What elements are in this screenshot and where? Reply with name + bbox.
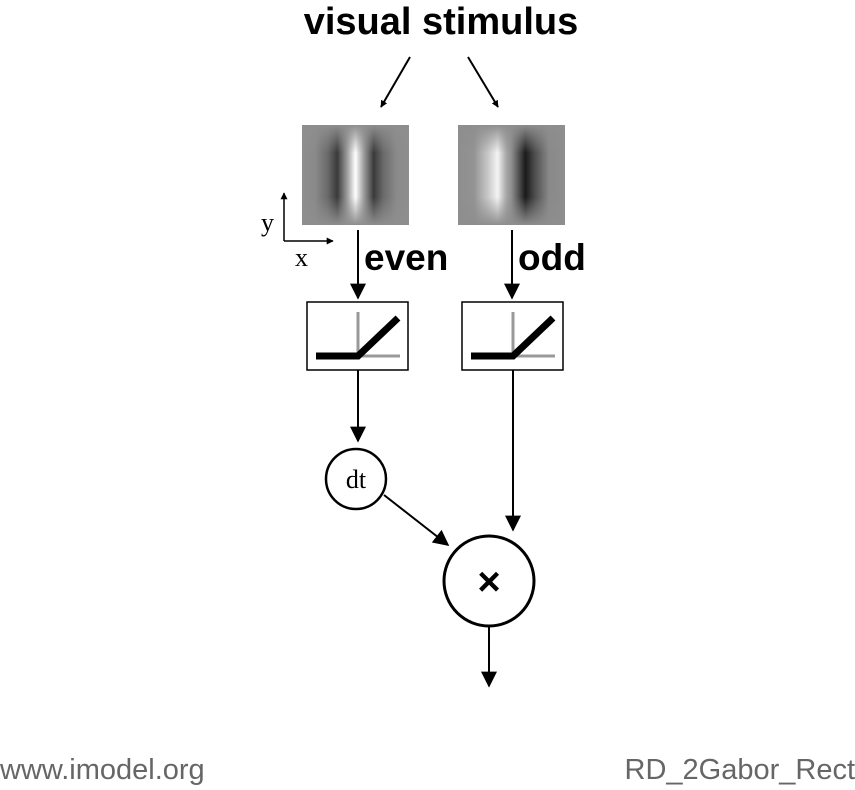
- arrow-delay-to-multiply: [383, 494, 450, 546]
- arrow-stimulus-to-odd: [467, 56, 499, 108]
- footer-left-url: www.imodel.org: [0, 754, 205, 786]
- gabor-even-filter: [302, 125, 409, 225]
- axis-label-x: x: [295, 243, 308, 272]
- footer-right-model-name: RD_2Gabor_Rect: [625, 754, 855, 786]
- rectifier-odd: [461, 301, 564, 371]
- multiply-node: ×: [442, 534, 536, 628]
- title-visual-stimulus: visual stimulus: [304, 1, 579, 43]
- delay-label: dt: [346, 465, 367, 494]
- gabor-odd-filter: [458, 125, 565, 225]
- xy-axes-icon: y x: [261, 192, 334, 272]
- label-even: even: [364, 237, 448, 278]
- multiply-icon: ×: [477, 560, 500, 604]
- axis-label-y: y: [261, 208, 274, 237]
- delay-node: dt: [324, 447, 388, 511]
- label-odd: odd: [518, 237, 586, 278]
- rectifier-even: [306, 301, 409, 371]
- arrow-stimulus-to-even: [380, 56, 411, 108]
